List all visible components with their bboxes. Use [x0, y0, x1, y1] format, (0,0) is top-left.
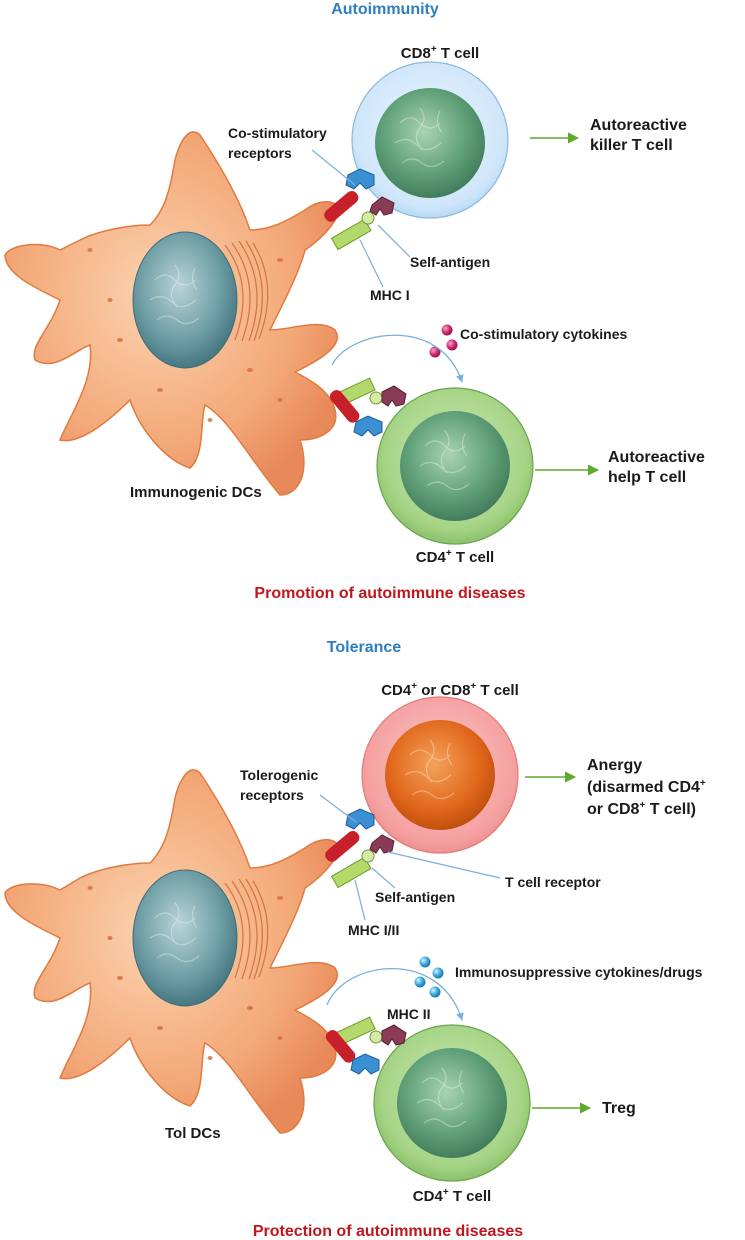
self-antigen-label-bottom: Self-antigen [375, 889, 455, 905]
tol-dc [4, 769, 341, 1134]
receptor-complex-top-cd4 [329, 377, 407, 437]
costim-cytokines [429, 324, 458, 358]
receptor-complex-bottom-cd4 [325, 1016, 407, 1075]
anergic-t-cell [361, 696, 519, 854]
tol-dc-label: Tol DCs [165, 1125, 221, 1142]
immunosupp-label: Immunosuppressive cytokines/drugs [455, 964, 703, 980]
tcell-label-bottom: CD4+ or CD8+ T cell [381, 681, 519, 699]
cytokine-arrow-top [331, 334, 464, 383]
outcome-help: Autoreactive help T cell [608, 449, 709, 486]
immunogenic-dc [4, 131, 341, 496]
self-antigen-leader-top [377, 224, 411, 258]
mhc1-leader [359, 239, 384, 288]
costim-cytokines-label: Co-stimulatory cytokines [460, 326, 627, 342]
costim-receptors-label: Co-stimulatory receptors [228, 125, 331, 161]
mhc2-label: MHC II [387, 1006, 431, 1022]
mhc12-label: MHC I/II [348, 922, 399, 938]
mhc1-label: MHC I [370, 287, 410, 303]
self-antigen-leader-bottom [371, 867, 396, 889]
tcr-leader [387, 851, 501, 879]
costim-leader [311, 149, 356, 186]
cd4-label-bottom: CD4+ T cell [413, 1187, 491, 1205]
immunogenic-dc-label: Immunogenic DCs [130, 484, 262, 501]
cd4-t-cell-bottom [373, 1024, 531, 1182]
self-antigen-label-top: Self-antigen [410, 254, 490, 270]
top-footer: Promotion of autoimmune diseases [254, 585, 525, 602]
immunosupp-cytokines [414, 956, 444, 998]
tcr-label: T cell receptor [505, 874, 601, 890]
outcome-killer: Autoreactive killer T cell [590, 117, 691, 154]
receptor-complex-bottom-anergy [325, 808, 395, 889]
cd4-t-cell-top [376, 387, 534, 545]
top-heading: Autoimmunity [331, 1, 439, 18]
mhc12-leader [354, 879, 366, 921]
cd8-t-cell [351, 61, 509, 219]
outcome-treg: Treg [602, 1100, 636, 1117]
outcome-anergy: Anergy (disarmed CD4+ or CD8+ T cell) [587, 757, 710, 818]
bottom-footer: Protection of autoimmune diseases [253, 1223, 523, 1240]
tolero-leader [319, 794, 357, 823]
cd8-label: CD8+ T cell [401, 44, 479, 62]
bottom-heading: Tolerance [327, 639, 402, 656]
cytokine-arrow-bottom [326, 968, 464, 1021]
tolero-receptors-label: Tolerogenic receptors [240, 767, 322, 803]
cd4-label-top: CD4+ T cell [416, 548, 494, 566]
